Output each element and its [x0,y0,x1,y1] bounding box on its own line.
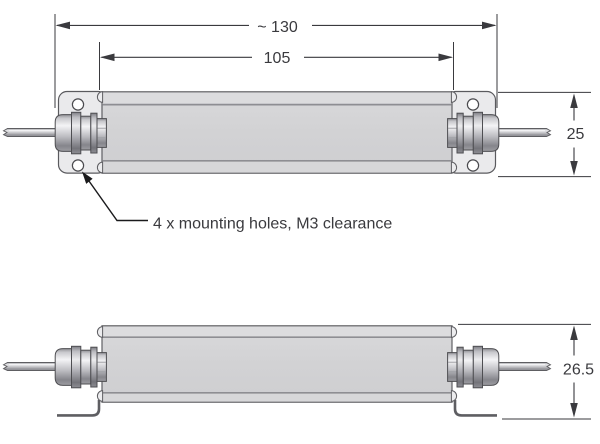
dimension-overall-length: ~ 130 [54,14,498,108]
cable-gland-right-side [447,345,552,389]
mounting-hole [71,159,85,172]
end-cap-notch [450,326,458,338]
top-view: ~ 130 105 25 4 x mounting holes, M3 [2,14,591,233]
mounting-hole [71,98,85,111]
end-cap-notch [96,326,104,338]
dimension-body-length: 105 [99,42,454,90]
mounting-holes-callout: 4 x mounting holes, M3 clearance [82,171,392,233]
mounting-hole [466,98,480,111]
enclosure-body-top [96,91,458,174]
dimension-label-overall-length: ~ 130 [257,19,298,36]
cable-gland-left [2,111,107,155]
dimension-label-flange-width: 25 [567,126,585,143]
cable-gland-left-side [2,345,107,389]
mounting-holes-label: 4 x mounting holes, M3 clearance [153,216,392,233]
dimension-overall-height: 26.5 [458,323,594,420]
enclosure-body-side [96,325,458,403]
mounting-hole [466,159,480,172]
side-view: 26.5 [2,323,594,420]
end-cap-notch [96,390,104,402]
mounting-foot-left [57,400,101,417]
cable-gland-right [447,111,552,155]
mounting-foot-right [453,400,497,417]
dimension-label-overall-height: 26.5 [563,361,594,378]
end-cap-notch [450,390,458,402]
dimension-flange-width: 25 [498,91,591,178]
dimension-label-body-length: 105 [264,50,291,67]
